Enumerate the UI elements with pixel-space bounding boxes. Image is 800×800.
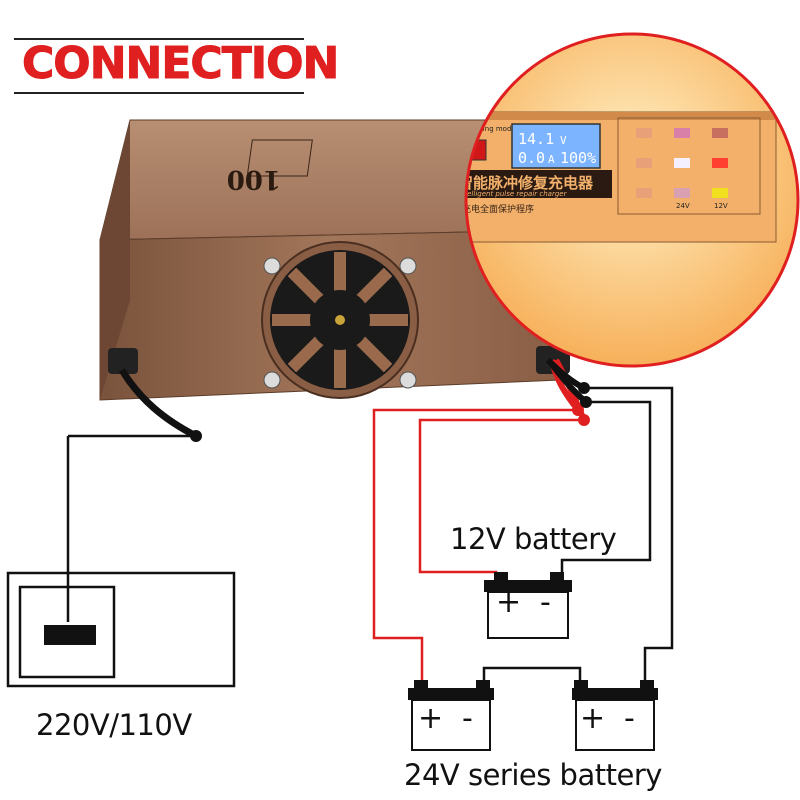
battery-24v-right-body	[575, 699, 655, 751]
wire-24v-negative	[584, 386, 674, 690]
outlet-outer-box	[6, 571, 236, 688]
battery-12v-plus-sign: +	[496, 585, 521, 620]
battery-24v-right: + -	[572, 680, 658, 751]
led-7	[636, 188, 652, 198]
battery-24v-left-plus-sign: +	[418, 701, 443, 736]
fan-grille	[261, 241, 419, 399]
led-2	[674, 128, 690, 138]
led-5	[674, 158, 690, 168]
wire-junction-dots	[572, 382, 592, 426]
wire-24v-positive	[372, 408, 578, 690]
fan-screws	[263, 257, 417, 389]
wire-series-link	[482, 666, 582, 690]
indicator-24v-label: 24V	[676, 202, 690, 210]
battery-24v-left-terminal-positive	[414, 680, 428, 688]
led-6	[712, 158, 728, 168]
zoom-circle-outline	[464, 32, 800, 368]
battery-24v-left: + -	[408, 680, 494, 751]
panel-title-en: intelligent pulse repair charger	[458, 190, 568, 198]
mains-outlet	[6, 434, 236, 688]
lcd-voltage-unit: V	[560, 134, 567, 147]
wire-12v-negative	[560, 400, 652, 582]
led-1	[636, 128, 652, 138]
battery-12v-terminal-positive	[494, 572, 508, 580]
panel-switch-label: Charging mode	[462, 125, 516, 133]
wire-12v-positive	[418, 418, 584, 582]
battery-12v: + -	[484, 572, 572, 639]
charger-unit: 100	[99, 119, 570, 401]
lcd-voltage: 14.1	[518, 130, 554, 148]
led-8	[674, 188, 690, 198]
battery-12v-minus-sign: -	[540, 585, 551, 620]
charger-side-panel	[100, 120, 130, 400]
charger-rating-text: 100	[227, 164, 281, 194]
indicator-leds	[636, 128, 728, 198]
outlet-socket-slot	[44, 625, 96, 645]
title-bottom-rule	[14, 92, 304, 94]
label-mains-voltage: 220V/110V	[36, 708, 192, 742]
panel-title-band	[466, 170, 612, 198]
label-12v-battery: 12V battery	[450, 522, 617, 556]
battery-24v-right-terminal-negative	[640, 680, 654, 688]
led-4	[636, 158, 652, 168]
led-9	[712, 188, 728, 198]
panel-subtitle-cn: 充电全面保护程序	[462, 203, 534, 215]
led-3	[712, 128, 728, 138]
power-cable-grommet	[108, 348, 138, 374]
label-24v-series-battery: 24V series battery	[404, 758, 662, 792]
battery-12v-body	[487, 591, 569, 639]
battery-24v-left-terminal-negative	[476, 680, 490, 688]
indicator-panel	[617, 117, 761, 215]
battery-24v-right-terminal-positive	[574, 680, 588, 688]
battery-24v-right-minus-sign: -	[624, 701, 635, 736]
wiring	[372, 386, 674, 690]
battery-24v-left-cap	[408, 688, 494, 700]
battery-24v-left-minus-sign: -	[462, 701, 473, 736]
fan-hub	[335, 315, 345, 325]
battery-24v-right-plus-sign: +	[580, 701, 605, 736]
lcd-display	[511, 123, 601, 169]
panel-title-cn: 智能脉冲修复充电器	[458, 174, 594, 192]
battery-12v-cap	[484, 580, 572, 592]
front-panel-zoom: Charging mode 14.1 V 0.0 A 100% 智能脉冲修复充电…	[458, 32, 800, 368]
indicator-12v-label: 12V	[714, 202, 728, 210]
battery-24v-right-cap	[572, 688, 658, 700]
title-top-rule	[14, 38, 304, 40]
battery-12v-terminal-negative	[550, 572, 564, 580]
diagram-title: CONNECTION	[21, 38, 339, 90]
charger-rating-box	[246, 139, 313, 177]
lcd-current-unit: A	[548, 153, 555, 166]
lcd-percent: 100%	[560, 149, 596, 167]
lcd-current: 0.0	[518, 149, 545, 167]
